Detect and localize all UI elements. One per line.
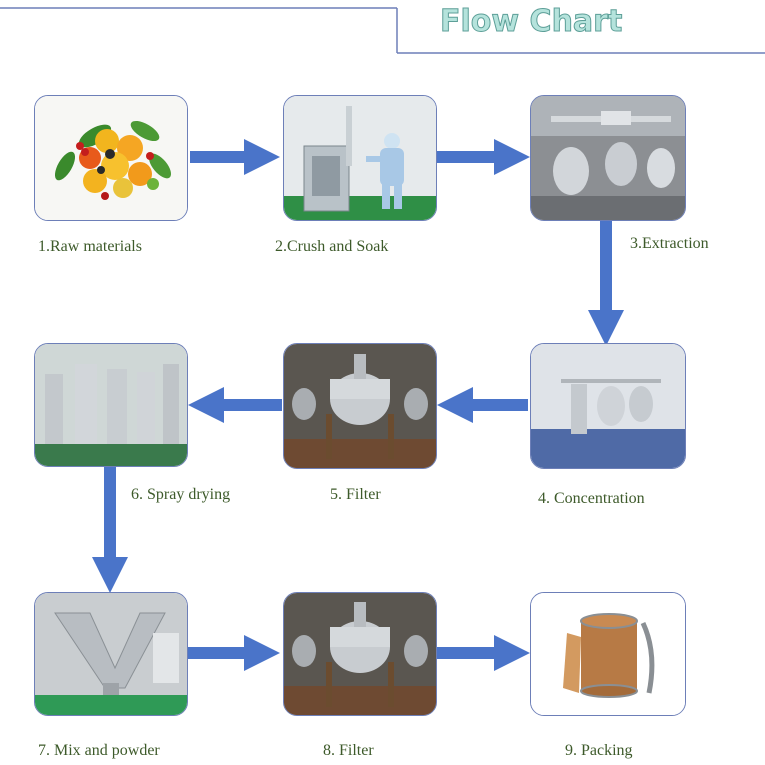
crusher-machine-icon — [284, 96, 436, 220]
step-9-label: 9. Packing — [565, 742, 633, 759]
step-1-image — [34, 95, 188, 221]
step-4-label: 4. Concentration — [538, 490, 645, 507]
fiber-drum-icon — [531, 593, 685, 715]
step-8-image — [283, 592, 437, 716]
concentrator-icon — [531, 344, 685, 468]
fruit-icon — [35, 96, 187, 220]
step-6-label: 6. Spray drying — [131, 486, 231, 503]
step-9-image — [530, 592, 686, 716]
v-mixer-icon — [35, 593, 187, 715]
step-8-label: 8. Filter — [323, 742, 374, 759]
step-1-label: 1.Raw materials — [38, 238, 142, 255]
step-7-image — [34, 592, 188, 716]
filter-tank-icon — [284, 344, 436, 468]
spray-dryer-icon — [35, 344, 187, 466]
step-4-image — [530, 343, 686, 469]
filter-tank-icon — [284, 593, 436, 715]
step-6-image — [34, 343, 188, 467]
header-frame — [0, 7, 765, 54]
step-7-label: 7. Mix and powder — [38, 742, 160, 759]
step-2-image — [283, 95, 437, 221]
step-2-label: 2.Crush and Soak — [275, 238, 389, 255]
step-3-image — [530, 95, 686, 221]
step-5-label: 5. Filter — [330, 486, 381, 503]
page-title: Flow Chart — [440, 4, 623, 40]
extraction-tanks-icon — [531, 96, 685, 220]
step-3-label: 3.Extraction — [630, 235, 709, 252]
step-5-image — [283, 343, 437, 469]
